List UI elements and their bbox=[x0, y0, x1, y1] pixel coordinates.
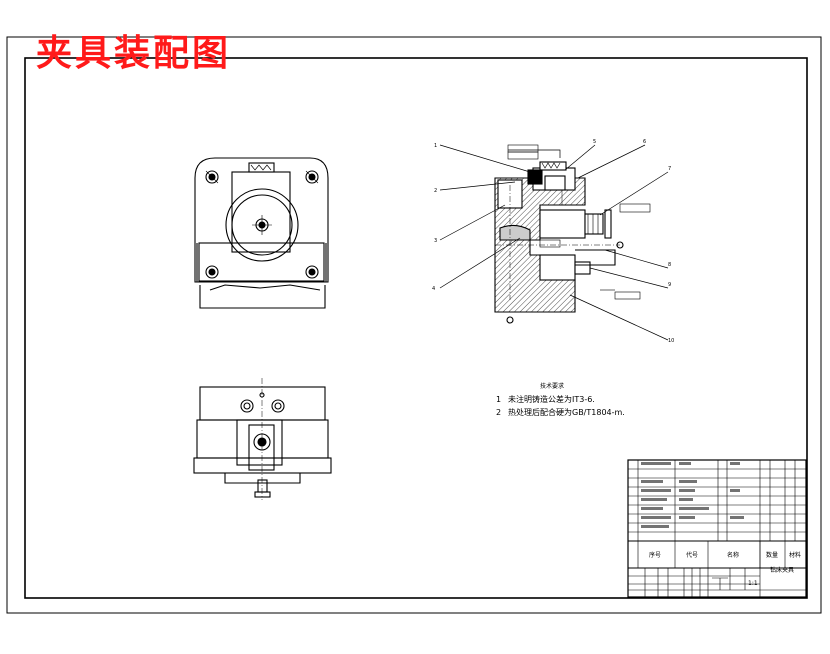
outer-border bbox=[6, 36, 822, 614]
header-qty: 数量 bbox=[766, 551, 778, 559]
callout-10: 10 bbox=[668, 338, 674, 344]
callout-3: 3 bbox=[434, 238, 437, 244]
callout-1: 1 bbox=[434, 143, 437, 149]
note-text: 热处理后配合硬为GB/T1804-m. bbox=[508, 408, 625, 417]
header-code: 代号 bbox=[686, 551, 698, 559]
inner-frame bbox=[24, 57, 808, 599]
note-item: 2 热处理后配合硬为GB/T1804-m. bbox=[496, 406, 625, 419]
top-view bbox=[193, 378, 332, 500]
note-text: 未注明铸造公差为IT3-6. bbox=[508, 395, 595, 404]
section-view bbox=[494, 161, 624, 324]
leader-lines bbox=[439, 144, 669, 341]
note-number: 1 bbox=[496, 395, 502, 404]
note-number: 2 bbox=[496, 408, 502, 417]
header-material: 材料 bbox=[789, 551, 801, 559]
note-item: 1 未注明铸造公差为IT3-6. bbox=[496, 393, 625, 406]
page-title: 夹具装配图 bbox=[36, 33, 232, 74]
callout-6: 6 bbox=[643, 139, 646, 145]
front-view bbox=[194, 157, 329, 309]
callout-5: 5 bbox=[593, 139, 596, 145]
callout-9: 9 bbox=[668, 282, 671, 288]
title-block-text bbox=[641, 462, 744, 528]
callout-7: 7 bbox=[668, 166, 671, 172]
title-block bbox=[627, 459, 807, 598]
callout-4: 4 bbox=[432, 286, 435, 292]
drawing-scale: 1:1 bbox=[748, 580, 758, 587]
callout-2: 2 bbox=[434, 188, 437, 194]
technical-notes: 技术要求 1 未注明铸造公差为IT3-6. 2 热处理后配合硬为GB/T1804-m… bbox=[496, 380, 625, 419]
callouts: 1 2 3 4 5 6 7 8 9 10 bbox=[432, 139, 674, 344]
callout-8: 8 bbox=[668, 262, 671, 268]
tolerance-frames bbox=[507, 144, 651, 300]
header-name: 名称 bbox=[727, 551, 739, 559]
header-seq: 序号 bbox=[649, 551, 661, 559]
drawing-name: 钻床夹具 bbox=[770, 566, 794, 574]
notes-heading: 技术要求 bbox=[540, 383, 565, 390]
